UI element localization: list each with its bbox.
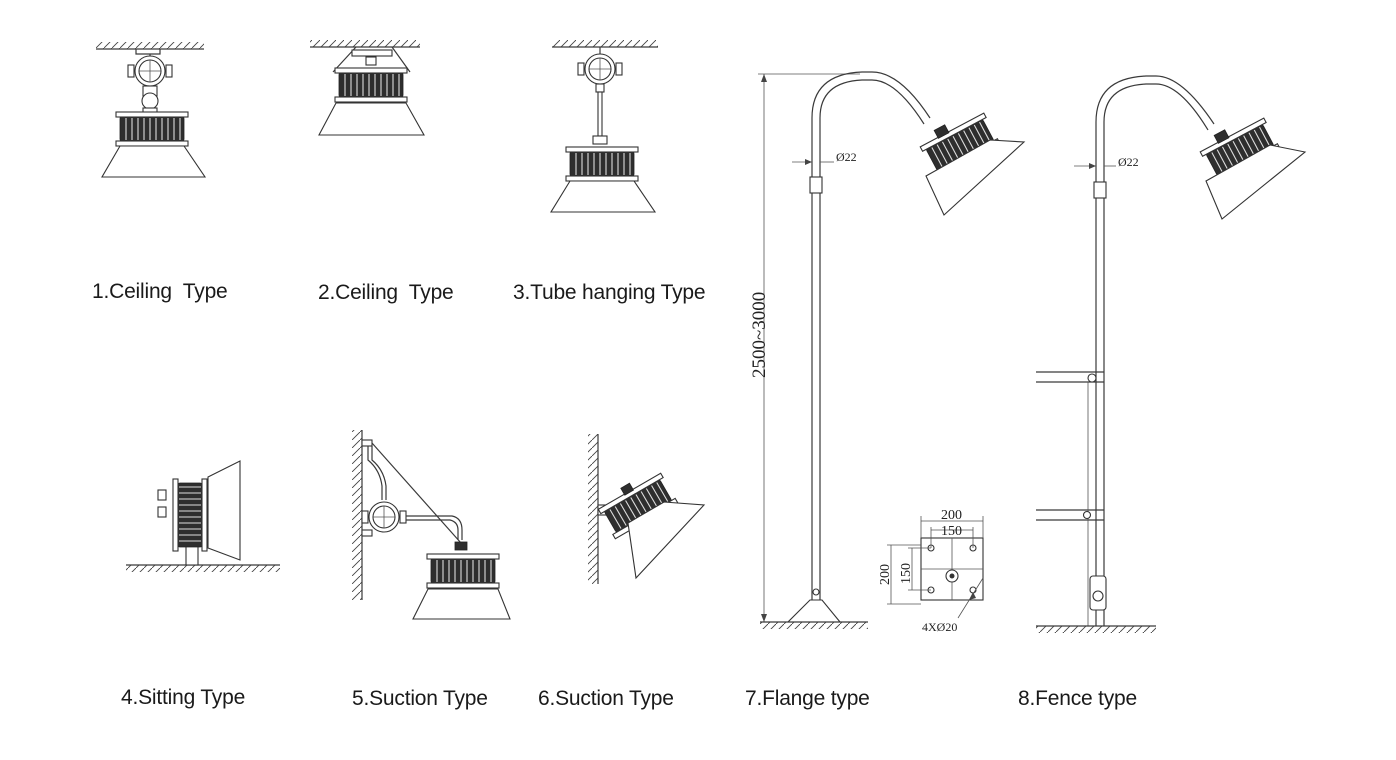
pipe-diameter-label-8: Ø22 [1118, 155, 1139, 169]
flange-inner-height: 150 [899, 563, 914, 584]
diagram-ceiling-type-2 [310, 40, 425, 136]
flange-plate-detail: 200 150 200 150 4XØ20 [878, 508, 984, 634]
caption-suction-type-5: 5.Suction Type [352, 687, 488, 710]
diagram-sitting-type [126, 460, 280, 572]
flange-outer-width: 200 [941, 508, 962, 523]
diagram-suction-type-5 [352, 430, 511, 620]
pole-height-label: 2500~3000 [749, 292, 770, 378]
caption-tube-hanging-type: 3.Tube hanging Type [513, 281, 706, 304]
caption-ceiling-type-1: 1.Ceiling Type [92, 280, 228, 303]
diagram-tube-hanging-type [550, 40, 658, 213]
caption-sitting-type: 4.Sitting Type [121, 686, 246, 709]
flange-inner-width: 150 [941, 524, 962, 539]
caption-flange-type: 7.Flange type [745, 687, 870, 710]
flange-outer-height: 200 [878, 564, 893, 585]
bolt-hole-callout: 4XØ20 [922, 620, 957, 634]
caption-suction-type-6: 6.Suction Type [538, 687, 674, 710]
caption-ceiling-type-2: 2.Ceiling Type [318, 281, 454, 304]
diagram-flange-type: 2500~3000 Ø22 [749, 71, 1026, 634]
caption-fence-type: 8.Fence type [1018, 687, 1138, 710]
diagram-fence-type: Ø22 [1036, 75, 1307, 633]
diagram-ceiling-type-1 [96, 42, 207, 178]
diagram-suction-type-6 [588, 434, 706, 584]
pipe-diameter-label-7: Ø22 [836, 150, 857, 164]
